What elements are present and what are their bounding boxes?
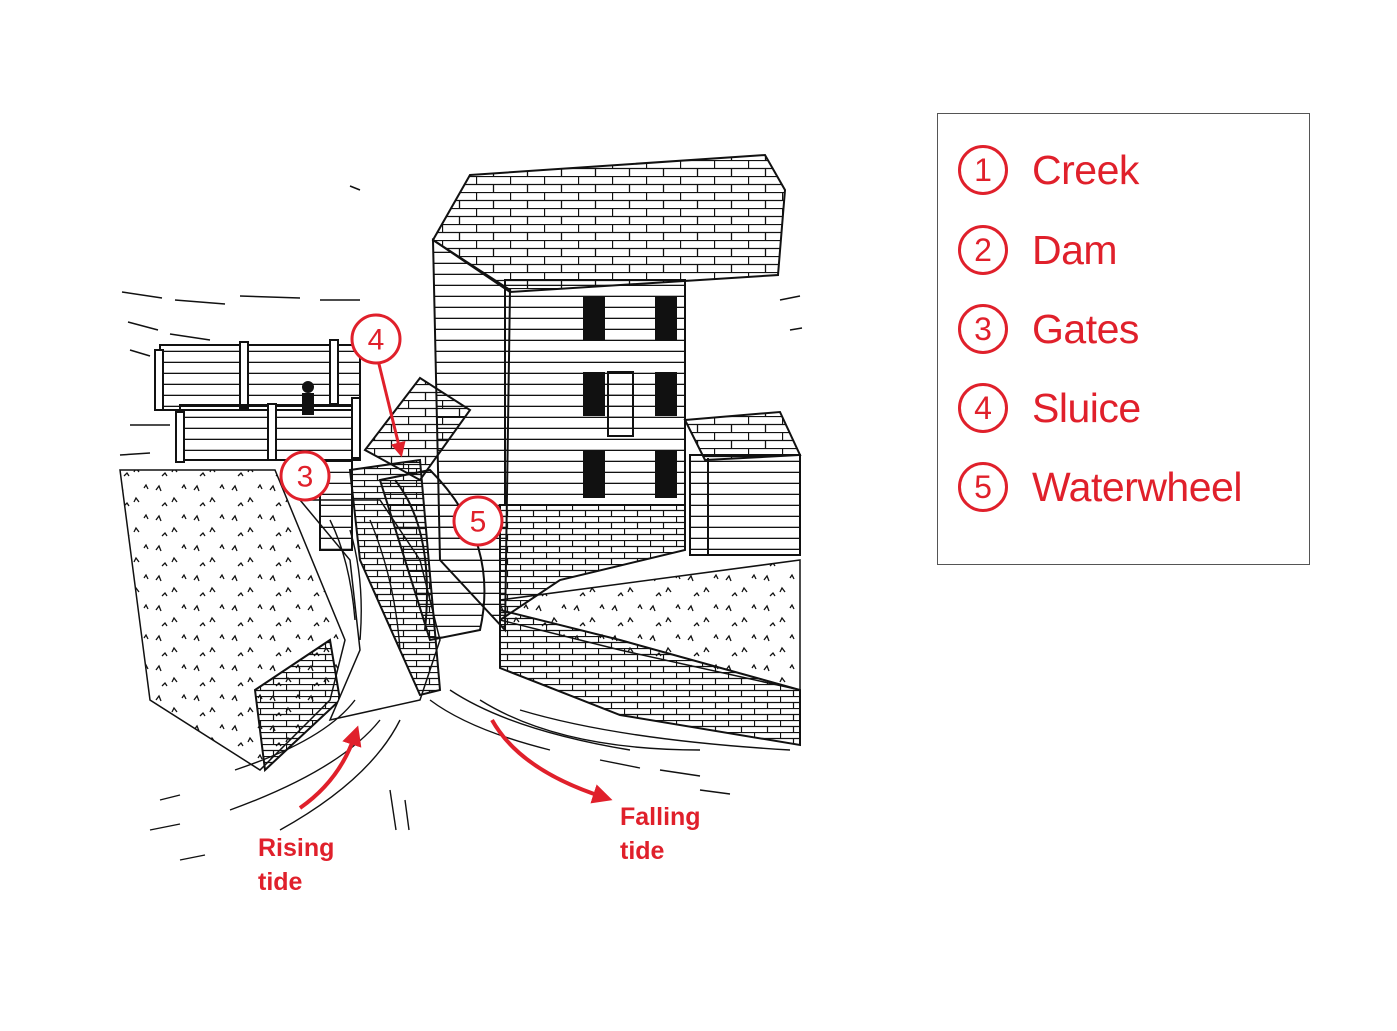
legend-label-sluice: Sluice bbox=[1032, 385, 1141, 432]
rising-tide-line-2: tide bbox=[258, 865, 334, 899]
legend-item-waterwheel: 5 Waterwheel bbox=[958, 459, 1242, 515]
legend-label-creek: Creek bbox=[1032, 147, 1139, 194]
legend-number-5: 5 bbox=[958, 462, 1008, 512]
callout-4-number: 4 bbox=[368, 324, 385, 357]
callout-3: 3 bbox=[281, 452, 329, 500]
legend-number-3: 3 bbox=[958, 304, 1008, 354]
falling-tide-label: Falling tide bbox=[620, 800, 701, 868]
falling-tide-line-2: tide bbox=[620, 834, 701, 868]
fence bbox=[155, 340, 360, 462]
annex-roof bbox=[685, 412, 800, 460]
legend-item-gates: 3 Gates bbox=[958, 301, 1139, 357]
legend-label-dam: Dam bbox=[1032, 227, 1117, 274]
falling-tide-line-1: Falling bbox=[620, 800, 701, 834]
legend-item-dam: 2 Dam bbox=[958, 222, 1117, 278]
rising-tide-line-1: Rising bbox=[258, 831, 334, 865]
callout-3-number: 3 bbox=[297, 461, 314, 494]
legend-number-2: 2 bbox=[958, 225, 1008, 275]
rising-tide-arrow bbox=[300, 735, 355, 808]
annex-wall bbox=[690, 455, 800, 555]
legend-item-sluice: 4 Sluice bbox=[958, 380, 1141, 436]
legend-label-waterwheel: Waterwheel bbox=[1032, 464, 1242, 511]
callout-4: 4 bbox=[352, 315, 400, 363]
legend-number-4: 4 bbox=[958, 383, 1008, 433]
legend-box: 1 Creek 2 Dam 3 Gates 4 Sluice 5 Waterwh… bbox=[937, 113, 1310, 565]
rising-tide-label: Rising tide bbox=[258, 831, 334, 899]
legend-label-gates: Gates bbox=[1032, 306, 1139, 353]
callout-5-number: 5 bbox=[470, 506, 487, 539]
callout-5: 5 bbox=[454, 497, 502, 545]
legend-item-creek: 1 Creek bbox=[958, 142, 1139, 198]
mill-roof bbox=[433, 155, 785, 292]
legend-number-1: 1 bbox=[958, 145, 1008, 195]
